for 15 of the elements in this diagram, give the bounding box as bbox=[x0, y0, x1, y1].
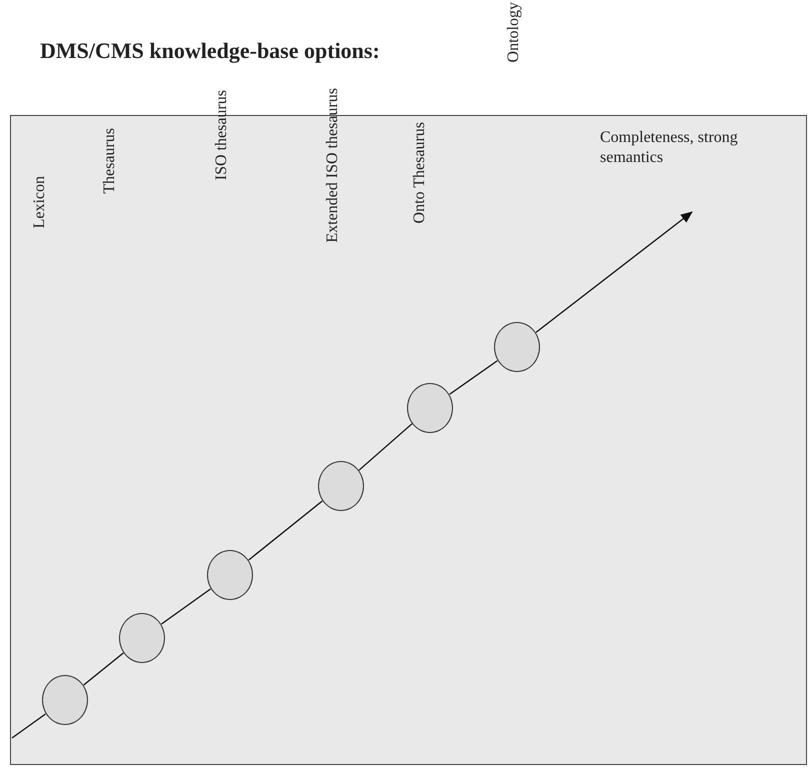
axis-note: Thesaurus bbox=[101, 128, 119, 194]
arrow bbox=[536, 211, 693, 333]
connector-line bbox=[449, 360, 498, 395]
axis-note: Extended ISO thesaurus bbox=[324, 88, 342, 243]
connector-line bbox=[248, 500, 323, 560]
axis-note: Lexicon bbox=[31, 176, 49, 228]
connector-line bbox=[83, 652, 124, 686]
connector-line bbox=[358, 423, 412, 471]
connector-line bbox=[12, 713, 46, 739]
axis-note: ISO thesaurus bbox=[213, 90, 231, 180]
axis-note: Ontology bbox=[505, 2, 523, 62]
diagram-title: DMS/CMS knowledge-base options: bbox=[40, 38, 380, 64]
axis-note: Completeness, strong semantics bbox=[600, 128, 739, 168]
axis-note: Onto Thesaurus bbox=[411, 122, 429, 224]
connector-line bbox=[161, 588, 211, 625]
